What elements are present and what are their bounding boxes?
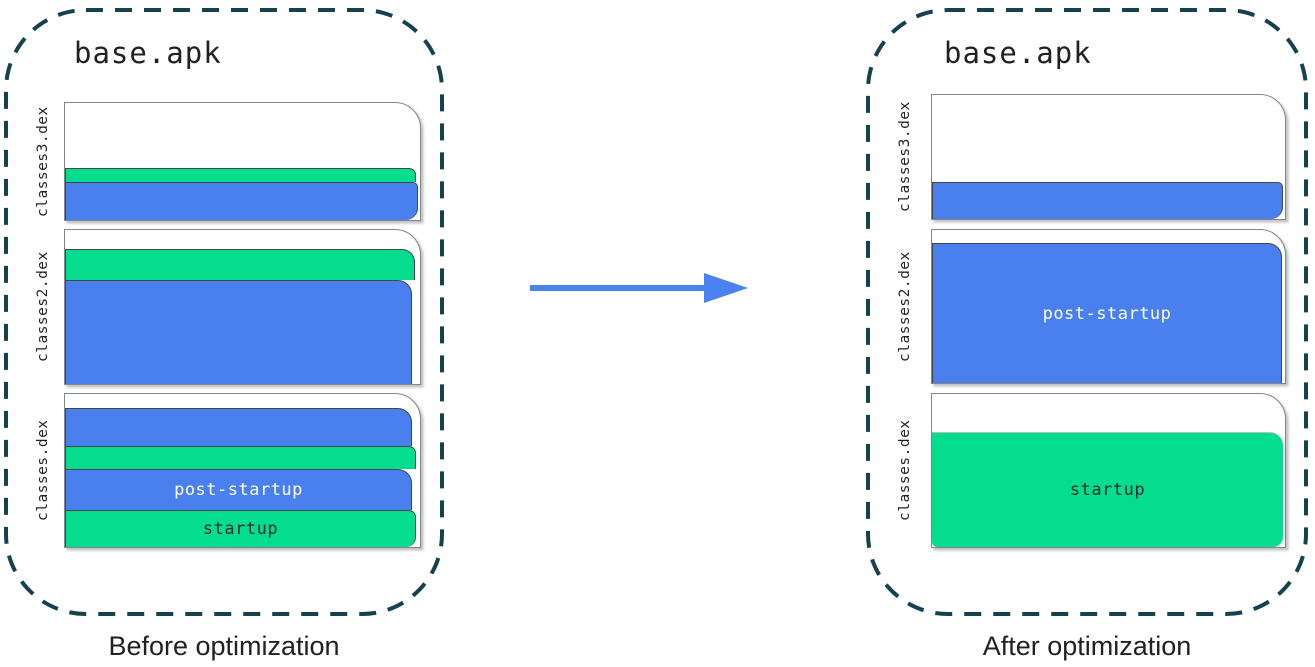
apk-dashed-outline [866, 8, 1308, 616]
dex-file-row: classes.dex post-startup startup [4, 393, 444, 548]
dex-file-page [931, 94, 1286, 220]
dex-file-label: classes.dex [897, 419, 913, 522]
dex-file-row: classes3.dex [866, 94, 1308, 220]
dex-file-label: classes3.dex [35, 106, 51, 217]
segment-label: post-startup [1042, 303, 1172, 324]
segment-label: post-startup [174, 480, 303, 500]
segment-post-startup: post-startup [65, 469, 412, 510]
optimization-arrow-icon [530, 273, 748, 303]
dex-file-row: classes3.dex [4, 102, 444, 221]
segment-blue [932, 182, 1283, 219]
dex-file-row: classes2.dex post-startup [866, 229, 1308, 384]
dex-file-page: startup [931, 393, 1286, 548]
dex-file-label: classes2.dex [35, 251, 51, 363]
segment-green [65, 249, 415, 280]
dex-file-page [64, 102, 421, 221]
dex-file-page: post-startup startup [64, 393, 421, 548]
dex-file-row: classes.dex startup [866, 393, 1308, 548]
dex-file-label: classes3.dex [897, 101, 913, 213]
dex-file-row: classes2.dex [4, 229, 444, 385]
segment-green [65, 446, 416, 469]
dex-file-label: classes2.dex [897, 251, 913, 362]
apk-title: base.apk [944, 36, 1092, 70]
segment-green [65, 168, 416, 182]
segment-label: startup [202, 519, 279, 539]
apk-dashed-outline [4, 8, 444, 616]
segment-blue [65, 408, 412, 446]
dex-file-label: classes.dex [35, 419, 51, 522]
dex-file-page [64, 229, 421, 385]
segment-blue [65, 280, 412, 384]
segment-startup: startup [932, 432, 1283, 547]
before-caption: Before optimization [108, 631, 340, 661]
file-stack: classes3.dex classes2.dex classes.dex post-… [4, 8, 444, 616]
after-caption: After optimization [982, 631, 1192, 661]
segment-post-startup: post-startup [932, 243, 1282, 383]
dex-file-page: post-startup [931, 229, 1286, 384]
apk-title: base.apk [74, 36, 222, 70]
segment-blue [65, 182, 418, 220]
segment-startup: startup [65, 510, 416, 547]
segment-label: startup [1069, 480, 1146, 500]
